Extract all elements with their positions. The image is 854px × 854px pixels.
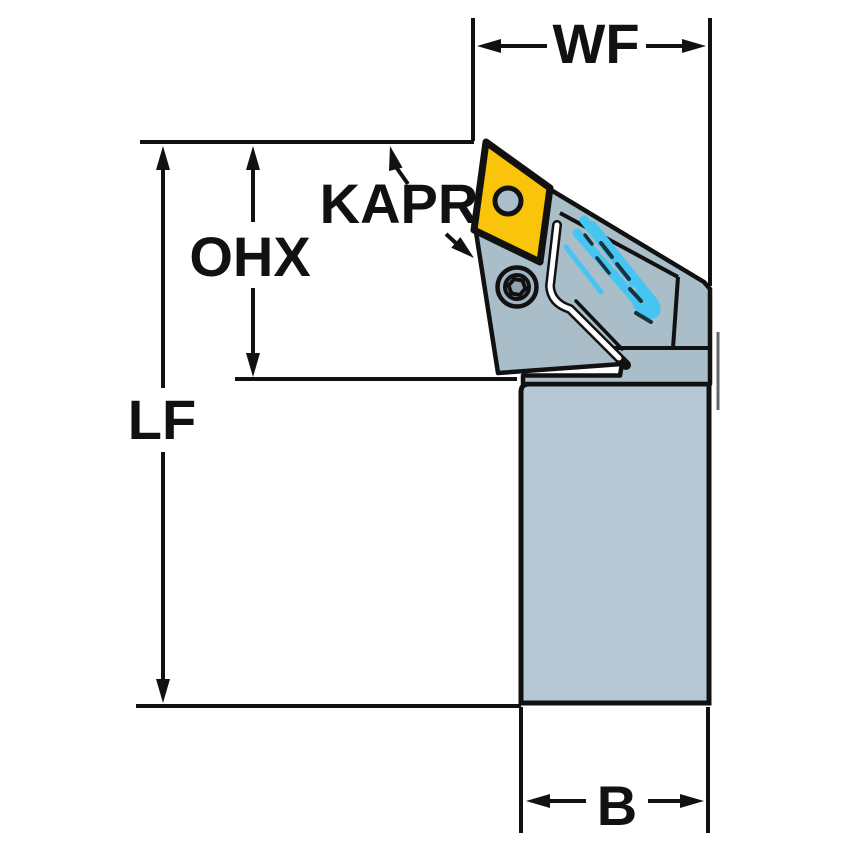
coolant-dash xyxy=(595,256,611,275)
label-kapr: KAPR xyxy=(320,172,479,235)
coolant-jet xyxy=(587,221,654,302)
shank xyxy=(518,381,712,706)
dim-b xyxy=(519,707,710,833)
label-b: B xyxy=(597,774,637,837)
coolant-dash xyxy=(634,311,653,324)
label-wf: WF xyxy=(552,12,639,75)
b-arrow-left xyxy=(526,794,550,808)
lf-arrow-down xyxy=(156,679,170,703)
clamp-screw xyxy=(495,265,539,309)
coolant-shadow-dashes xyxy=(583,233,653,324)
coolant-dash xyxy=(599,241,614,259)
lf-arrow-up xyxy=(156,146,170,170)
kapr-leader-1 xyxy=(394,165,410,186)
head-chamfer-line xyxy=(559,211,679,279)
hex-socket xyxy=(506,277,528,297)
screw-middle-ring xyxy=(503,273,531,301)
head-edge-line xyxy=(671,276,680,349)
coolant-dash xyxy=(583,233,594,246)
wf-arrow-left xyxy=(477,39,501,53)
ohx-arrow-up xyxy=(246,146,260,170)
coolant-jet xyxy=(572,228,646,311)
clamp-slot-gap xyxy=(547,222,622,361)
clamp-inner-edge xyxy=(574,299,624,351)
dim-ohx xyxy=(235,146,517,381)
head-facet-lines xyxy=(559,211,708,350)
kapr-arrow-2 xyxy=(451,237,474,258)
b-arrow-right xyxy=(680,794,704,808)
wf-arrow-right xyxy=(682,39,706,53)
ohx-arrow-down xyxy=(246,353,260,377)
insert-hole xyxy=(492,185,524,217)
dim-wf xyxy=(471,18,712,286)
coolant-dash xyxy=(628,287,643,303)
dim-lf xyxy=(136,146,521,708)
kapr-arrow-1 xyxy=(389,146,403,171)
label-lf: LF xyxy=(128,388,196,451)
coolant-jet xyxy=(563,244,604,295)
coolant-dash xyxy=(615,262,631,281)
clamp xyxy=(545,220,631,370)
label-ohx: OHX xyxy=(189,225,310,288)
kapr-callout xyxy=(389,146,474,258)
dimension-lines xyxy=(136,18,712,833)
